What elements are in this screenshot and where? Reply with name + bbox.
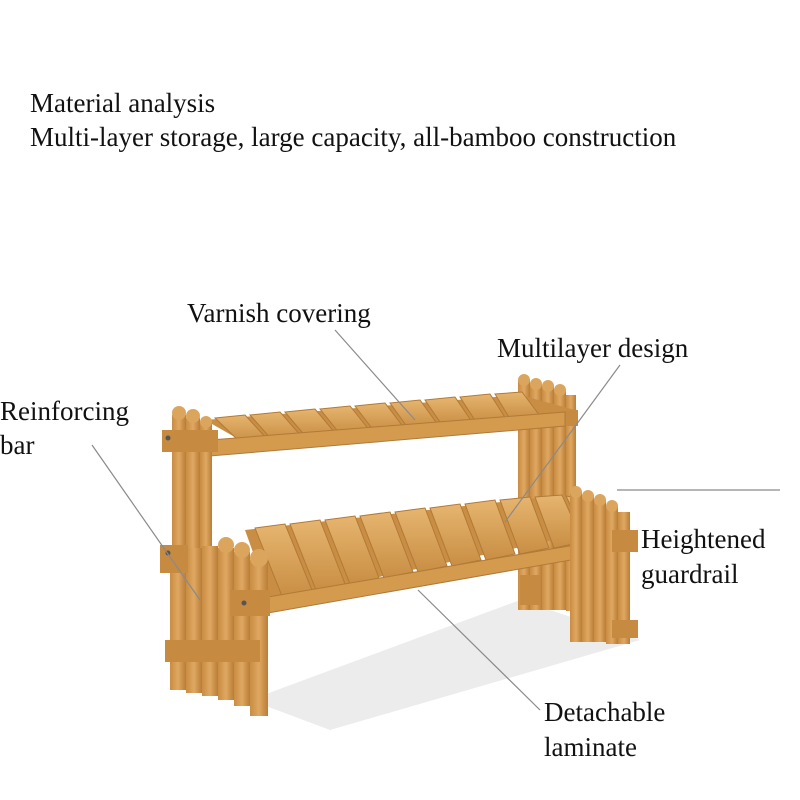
upper-left-upright: [162, 406, 218, 555]
varnish-leader-line: [334, 329, 416, 421]
right-guardrail: [520, 486, 638, 644]
left-guardrail: [160, 537, 270, 716]
floor-shadow: [250, 600, 640, 730]
multilayer-design-label: Multilayer design: [497, 333, 689, 363]
detachable-laminate-label-line1: Detachable: [544, 697, 666, 727]
heightened-guardrail-label-line2: guardrail: [641, 559, 739, 589]
reinforcing-bar-label-line1: Reinforcing: [0, 396, 129, 426]
heightened-guardrail-label-line1: Heightened: [641, 524, 766, 554]
header-subtitle: Multi-layer storage, large capacity, all…: [30, 122, 677, 152]
header-title: Material analysis: [30, 88, 216, 118]
upper-shelf: [205, 391, 575, 457]
reinforcing-bar-label-line2: bar: [0, 430, 35, 460]
varnish-covering-label: Varnish covering: [187, 298, 371, 328]
laminate-leader-line: [417, 589, 541, 711]
multilayer-leader-line: [504, 364, 621, 523]
header: Material analysis Multi-layer storage, l…: [30, 86, 676, 154]
detachable-laminate-label-line2: laminate: [544, 732, 637, 762]
reinforcing-leader-line: [91, 444, 201, 601]
